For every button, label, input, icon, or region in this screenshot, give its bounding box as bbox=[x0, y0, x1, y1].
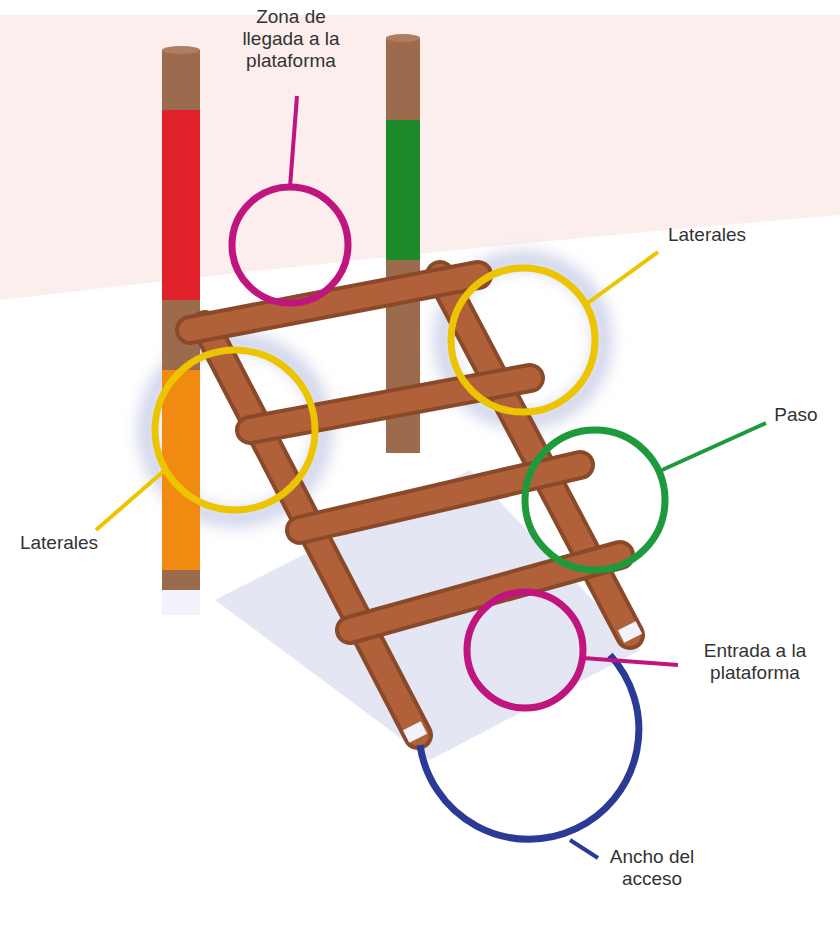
callout-label: Entrada a la plataforma bbox=[680, 640, 830, 684]
callout-label: Ancho del acceso bbox=[592, 846, 712, 890]
callout-label: Paso bbox=[766, 404, 826, 426]
callout-circle bbox=[232, 187, 348, 303]
callout-label: Zona de llegada a la plataforma bbox=[228, 6, 354, 72]
callout-label: Laterales bbox=[652, 224, 762, 246]
callout-circle bbox=[525, 430, 665, 570]
callout-label: Laterales bbox=[4, 532, 114, 554]
leader-lines bbox=[96, 96, 766, 858]
callout-circle bbox=[467, 592, 583, 708]
callout-circle bbox=[155, 350, 315, 510]
callout-circle bbox=[451, 268, 595, 412]
width-arc bbox=[420, 655, 639, 839]
